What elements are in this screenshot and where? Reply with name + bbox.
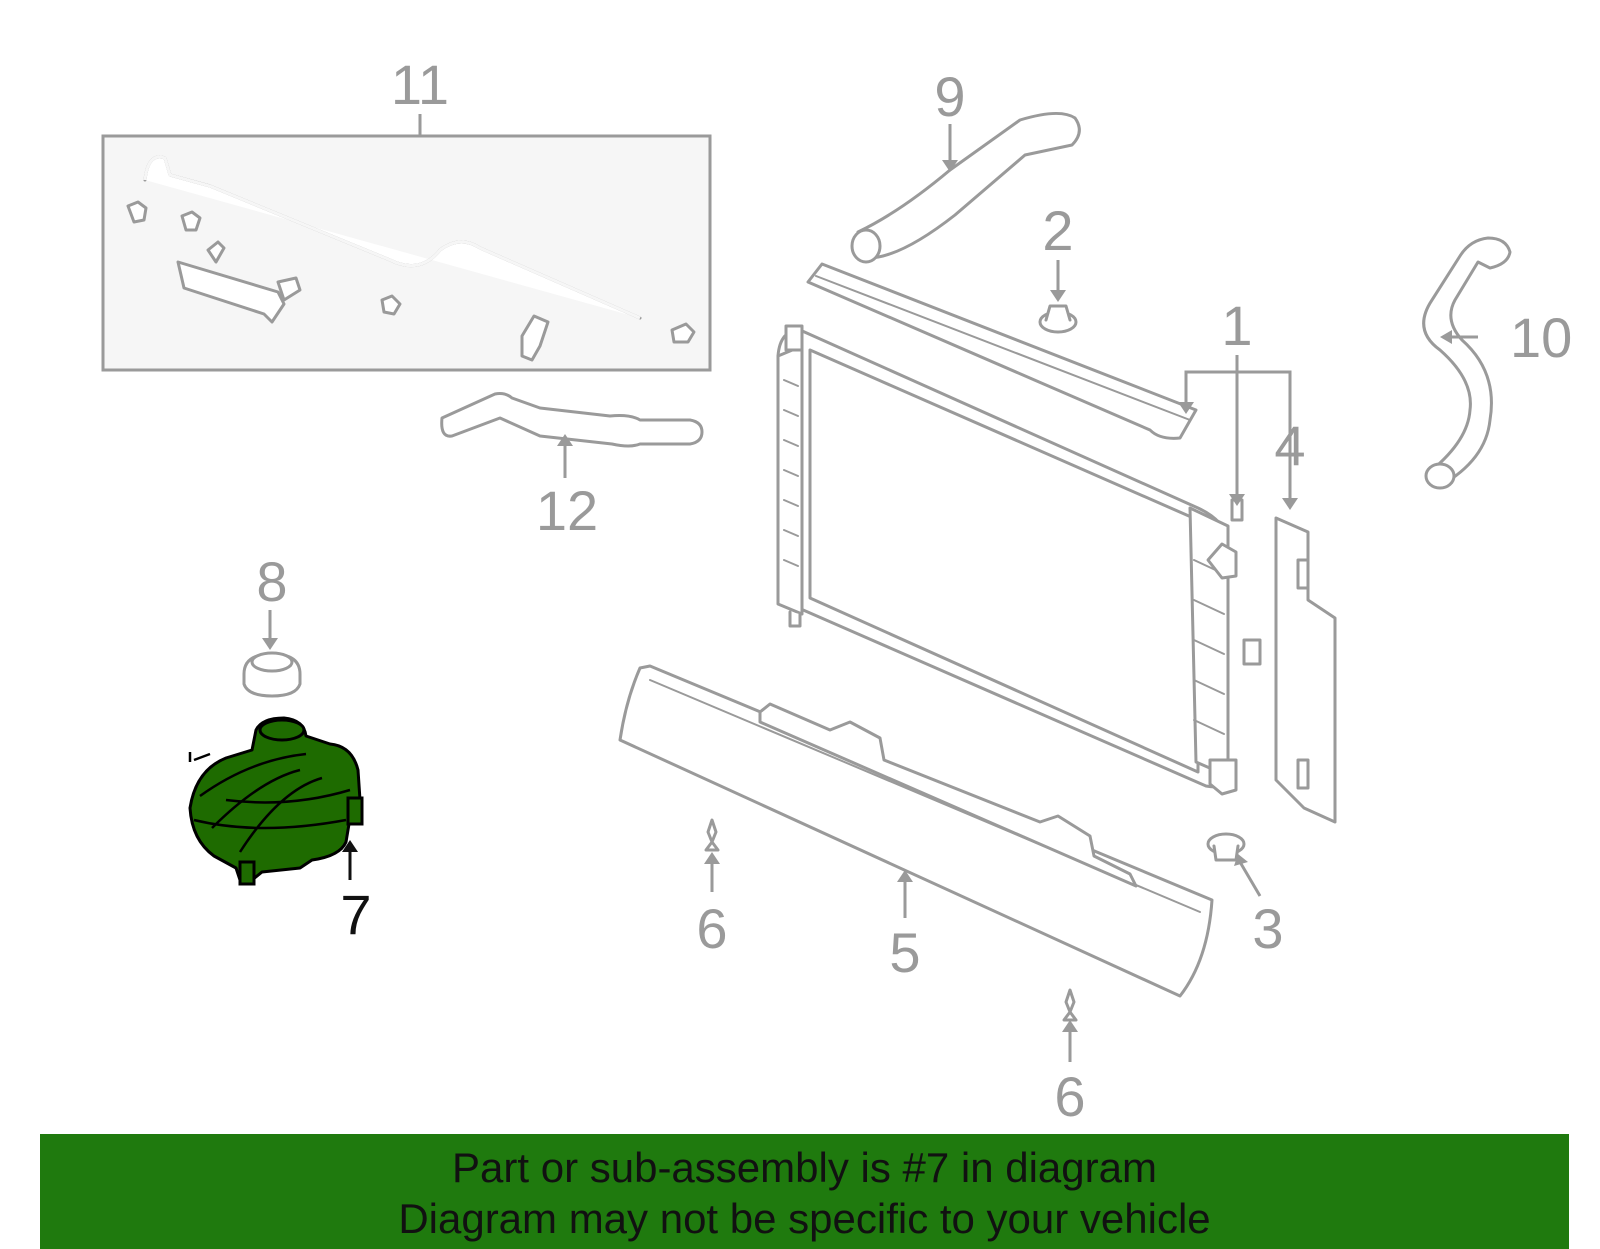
part-8-reservoir-cap[interactable] bbox=[242, 651, 302, 698]
callout-3: 3 bbox=[1252, 897, 1283, 960]
part-10-lower-hose[interactable] bbox=[1422, 236, 1512, 490]
callout-9: 9 bbox=[934, 65, 965, 128]
part-9-upper-hose[interactable] bbox=[850, 112, 1081, 264]
part-1-radiator[interactable] bbox=[776, 324, 1262, 796]
callout-1: 1 bbox=[1221, 294, 1252, 357]
banner-line-1: Part or sub-assembly is #7 in diagram bbox=[452, 1144, 1157, 1191]
callout-12: 12 bbox=[536, 479, 598, 542]
callout-6-b: 6 bbox=[1054, 1065, 1085, 1128]
callout-5: 5 bbox=[889, 921, 920, 984]
part-6-push-pin-b[interactable] bbox=[1062, 988, 1078, 1022]
part-2-grommet[interactable] bbox=[1038, 304, 1078, 334]
callout-11: 11 bbox=[391, 53, 449, 116]
info-banner: Part or sub-assembly is #7 in diagram Di… bbox=[40, 1134, 1569, 1249]
part-12-overflow-hose[interactable] bbox=[440, 392, 704, 448]
part-11-hose-kit[interactable] bbox=[101, 134, 712, 372]
part-5-air-deflector[interactable] bbox=[618, 664, 1214, 998]
part-6-push-pin-a[interactable] bbox=[704, 818, 720, 852]
parts-diagram: 11 9 2 10 12 4 bbox=[101, 53, 1572, 1128]
part-7-coolant-reservoir[interactable] bbox=[188, 716, 364, 886]
callout-8: 8 bbox=[256, 550, 287, 613]
callout-10: 10 bbox=[1510, 306, 1572, 369]
banner-line-2: Diagram may not be specific to your vehi… bbox=[398, 1195, 1211, 1242]
callout-7: 7 bbox=[340, 883, 371, 946]
callout-2: 2 bbox=[1042, 199, 1073, 262]
callout-4: 4 bbox=[1274, 414, 1305, 477]
part-4-baffles[interactable] bbox=[806, 262, 1337, 824]
part-3-drain-plug[interactable] bbox=[1206, 832, 1246, 862]
callout-6-a: 6 bbox=[696, 897, 727, 960]
